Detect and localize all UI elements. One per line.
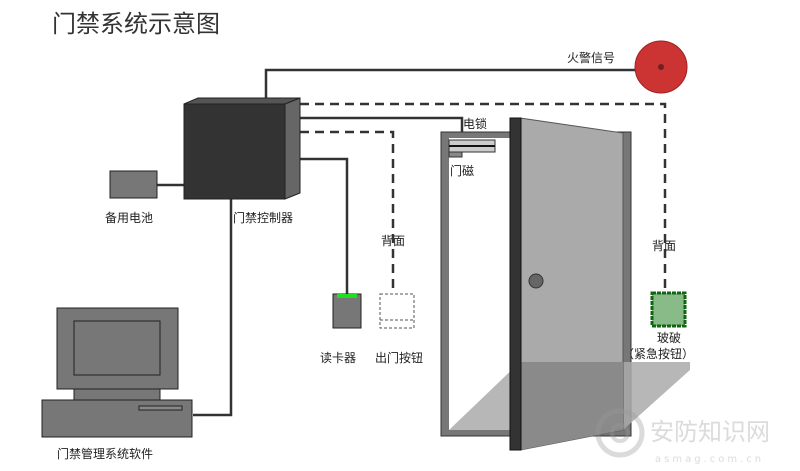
- battery-label: 备用电池: [105, 211, 153, 225]
- controller-box: [183, 97, 301, 200]
- backup-battery: [109, 170, 158, 199]
- door-magnet-label: 门磁: [450, 163, 474, 178]
- card-reader: [332, 293, 362, 329]
- fire-alarm-wire: [264, 68, 636, 98]
- monitor-screen: [73, 320, 161, 376]
- door-knob: [528, 273, 544, 289]
- card-reader-label: 读卡器: [320, 351, 356, 365]
- card-reader-wire: [300, 157, 349, 294]
- software-label: 门禁管理系统软件: [57, 446, 153, 461]
- exit-button-label: 出门按钮: [375, 350, 423, 365]
- exit-button: [379, 293, 415, 329]
- door: [440, 117, 690, 451]
- software-wire: [193, 199, 233, 417]
- electric-lock-wire: [300, 116, 464, 132]
- fire-alarm-label: 火警信号: [567, 50, 615, 65]
- door-magnet: [448, 151, 463, 158]
- glass-break-label: 玻破: [657, 330, 681, 345]
- door-edge: [509, 117, 522, 451]
- card-reader-led: [337, 294, 357, 298]
- watermark-site: asmag.com.cn: [655, 454, 764, 465]
- glass-break-button: [650, 291, 687, 328]
- exit-button-wire: [300, 130, 395, 294]
- fire-alarm-bell: [634, 40, 688, 94]
- electric-lock-label: 电锁: [463, 116, 487, 131]
- back-side-label-2: 背面: [652, 239, 676, 253]
- watermark: 安防知识网 asmag.com.cn: [595, 408, 770, 465]
- computer: [41, 307, 193, 438]
- diagram-title: 门禁系统示意图: [52, 10, 220, 38]
- wires: [157, 68, 667, 417]
- glass-break-wire: [300, 102, 667, 292]
- emergency-button-label: （紧急按钮）: [622, 346, 694, 361]
- back-side-label-1: 背面: [381, 234, 405, 248]
- disk-slot: [138, 405, 183, 411]
- watermark-logo-icon: [595, 408, 645, 458]
- watermark-name: 安防知识网: [650, 418, 770, 446]
- controller-label: 门禁控制器: [233, 210, 293, 225]
